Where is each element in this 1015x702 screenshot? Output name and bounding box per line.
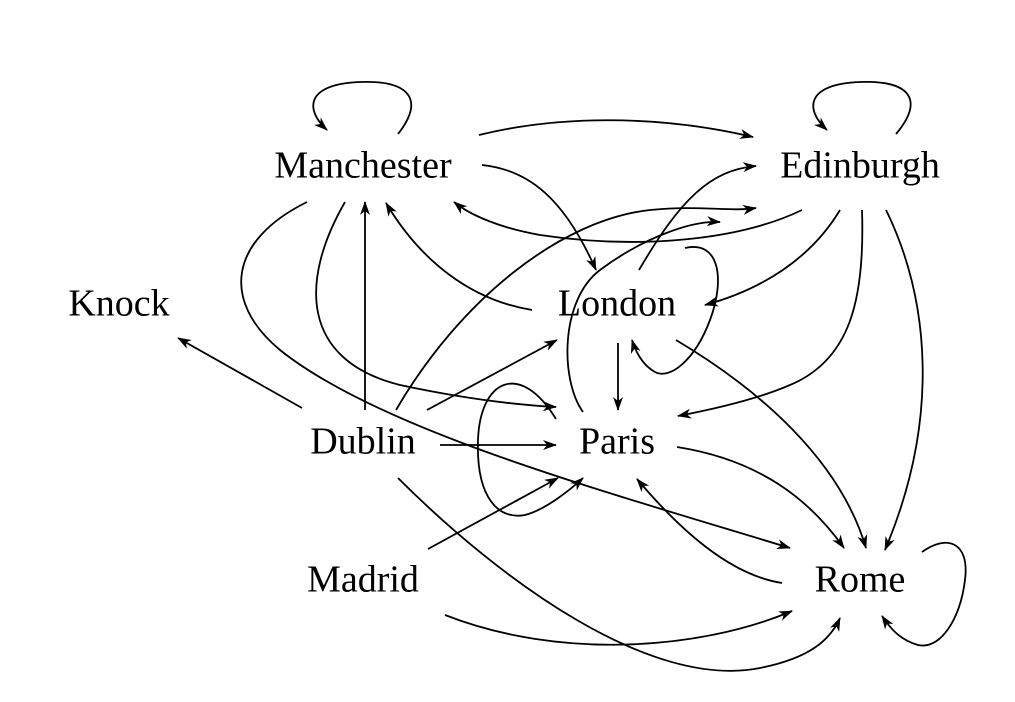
edge-dublin-to-knock [177, 337, 303, 409]
edge-paris-to-edinburgh [566, 216, 721, 413]
node-manchester: Manchester [274, 145, 452, 187]
edge-paris-to-rome [676, 446, 845, 549]
edge-rome-to-rome [881, 542, 967, 647]
node-knock: Knock [68, 283, 169, 325]
edge-london-to-manchester [385, 202, 533, 311]
edge-manchester-to-rome [240, 201, 791, 549]
edge-rome-to-paris [636, 478, 783, 584]
edge-paris-to-paris [477, 382, 584, 517]
node-rome: Rome [815, 559, 906, 601]
edge-dublin-to-london [426, 339, 558, 411]
edge-edinburgh-to-edinburgh [812, 81, 912, 135]
edge-edinburgh-to-manchester [453, 201, 803, 243]
edge-edinburgh-to-paris [677, 209, 864, 419]
edge-london-to-london [630, 246, 719, 375]
node-edinburgh: Edinburgh [780, 145, 940, 187]
edge-edinburgh-to-rome [884, 209, 924, 551]
node-madrid: Madrid [307, 559, 419, 601]
node-paris: Paris [579, 421, 655, 463]
edge-manchester-to-london [481, 164, 597, 271]
edges [177, 81, 967, 672]
edge-madrid-to-rome [444, 610, 793, 646]
edge-london-to-edinburgh [638, 162, 757, 271]
edge-madrid-to-paris [427, 477, 559, 550]
edge-manchester-to-edinburgh [478, 119, 754, 139]
node-london: London [558, 283, 676, 325]
edge-dublin-to-rome [397, 477, 841, 672]
edge-manchester-to-manchester [312, 81, 413, 135]
edge-dublin-to-edinburgh [395, 205, 757, 411]
edge-london-to-rome [675, 339, 868, 549]
edge-manchester-to-paris [315, 201, 557, 412]
nodes: Manchester Edinburgh Knock London Dublin… [68, 145, 940, 601]
node-dublin: Dublin [310, 421, 416, 463]
edge-edinburgh-to-london [704, 209, 841, 307]
